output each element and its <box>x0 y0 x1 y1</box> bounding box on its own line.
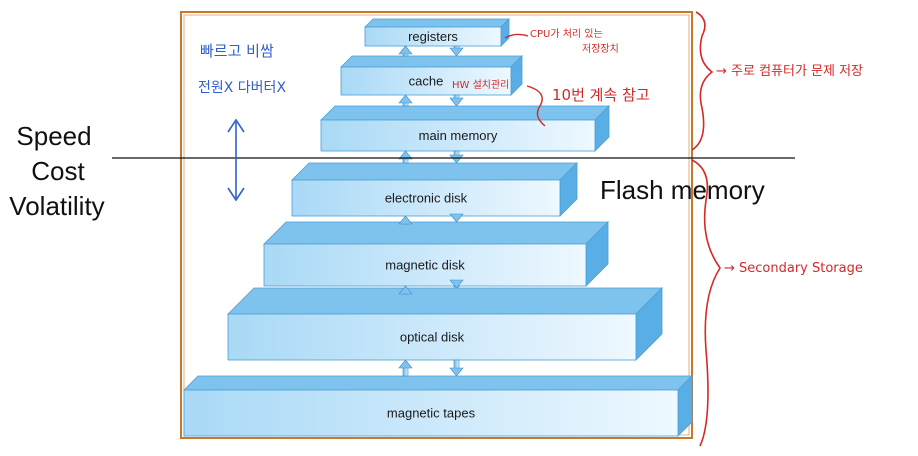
level-registers: registers <box>364 18 510 47</box>
diagram-frame <box>180 11 693 439</box>
box-top-face <box>183 375 693 391</box>
cache-side-bracket <box>526 85 546 127</box>
down-arrow-icon <box>449 279 464 289</box>
lower-brace-note: → Secondary Storage <box>724 261 863 276</box>
double-arrow-icon <box>227 118 245 202</box>
up-arrow-icon <box>398 359 413 377</box>
level-magnetic-tapes: magnetic tapes <box>183 375 693 437</box>
level-label: cache <box>409 74 444 89</box>
down-arrow-icon <box>449 213 464 223</box>
level-cache: cache <box>340 55 523 96</box>
level-label: optical disk <box>400 330 465 345</box>
cost-label: Cost <box>31 156 85 186</box>
level-main-memory: main memory <box>320 105 610 152</box>
up-arrow-icon <box>398 285 413 295</box>
flash-memory-label: Flash memory <box>600 175 765 205</box>
lower-brace <box>691 159 721 447</box>
level-electronic-disk: electronic disk <box>291 162 578 217</box>
box-top-face <box>320 105 610 121</box>
level-label: electronic disk <box>385 191 468 206</box>
blue-note-line2: 전원X 다버터X <box>198 80 286 96</box>
box-front-face <box>227 313 637 361</box>
box-top-face <box>340 55 523 68</box>
hierarchy-arrows <box>398 45 464 377</box>
box-front-face <box>364 26 502 47</box>
cache-side-note: 10번 계속 참고 <box>552 86 650 104</box>
down-arrow-icon <box>449 94 464 107</box>
box-top-face <box>364 18 510 28</box>
registers-note-connector <box>504 33 529 39</box>
level-label: registers <box>408 29 458 44</box>
box-front-face <box>291 179 561 217</box>
level-label: main memory <box>419 128 498 143</box>
box-top-face <box>263 221 609 245</box>
box-top-face <box>227 287 663 315</box>
upper-brace <box>691 11 714 151</box>
down-arrow-icon <box>449 150 464 164</box>
level-label: magnetic tapes <box>387 406 476 421</box>
speed-label: Speed <box>16 121 91 151</box>
level-label: magnetic disk <box>385 258 465 273</box>
blue-note-line1: 빠르고 비쌈 <box>200 42 274 60</box>
up-arrow-icon <box>398 94 413 107</box>
upper-brace-note: → 주로 컴퓨터가 문제 저장 <box>716 64 863 79</box>
level-optical-disk: optical disk <box>227 287 663 361</box>
box-front-face <box>263 243 587 287</box>
registers-note-line2: 저장장치 <box>582 43 619 55</box>
up-arrow-icon <box>398 150 413 164</box>
box-top-face <box>291 162 578 181</box>
down-arrow-icon <box>449 45 464 57</box>
box-front-face <box>183 389 679 437</box>
up-arrow-icon <box>398 45 413 57</box>
registers-note-line1: CPU가 처리 있는 <box>530 28 603 40</box>
down-arrow-icon <box>449 359 464 377</box>
level-magnetic-disk: magnetic disk <box>263 221 609 287</box>
volatility-label: Volatility <box>9 191 104 221</box>
up-arrow-icon <box>398 215 413 225</box>
box-front-face <box>340 66 512 96</box>
cache-note: HW 설치관리 <box>452 79 509 91</box>
hierarchy-levels: magnetic tapes optical disk magnetic disk e… <box>183 18 693 437</box>
